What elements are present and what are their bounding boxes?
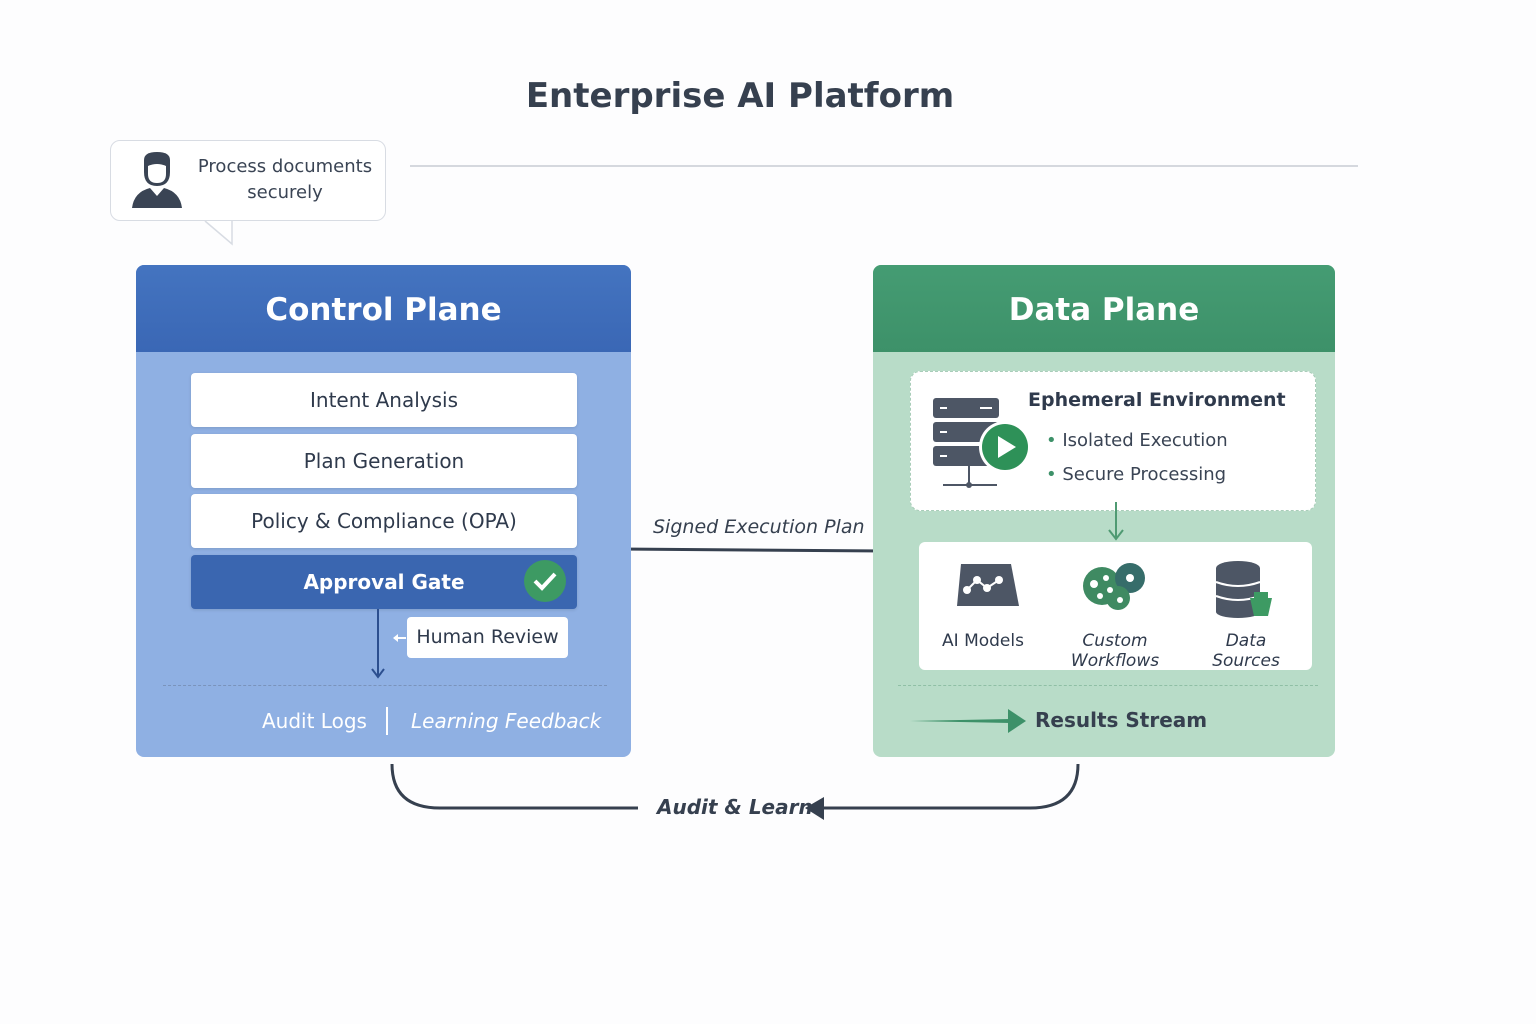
bullet-secure-processing: • Secure Processing xyxy=(1046,464,1227,485)
check-icon xyxy=(524,560,566,602)
results-arrow xyxy=(910,709,1026,733)
audit-learn-label: Audit & Learn xyxy=(657,795,813,819)
signed-plan-arrow xyxy=(611,547,886,553)
learning-feedback: Learning Feedback xyxy=(411,709,602,733)
environment-title: Ephemeral Environment xyxy=(1028,389,1286,411)
control-plane-title: Control Plane xyxy=(136,265,631,352)
user-request-text: Process documents securely xyxy=(197,156,373,203)
results-stream: Results Stream xyxy=(1035,708,1208,732)
review-arrow xyxy=(371,609,406,679)
control-divider xyxy=(163,685,607,686)
bullet-text: Isolated Execution xyxy=(1062,430,1228,451)
ai-models-icon xyxy=(957,564,1019,606)
tool-ai-models[interactable]: AI Models xyxy=(942,631,1024,651)
user-icon xyxy=(132,152,182,208)
approval-gate[interactable]: Approval Gate xyxy=(191,555,577,609)
tool-custom-workflows[interactable]: Custom Workflows xyxy=(1070,631,1160,671)
data-divider xyxy=(898,685,1318,686)
audit-logs: Audit Logs xyxy=(262,709,367,733)
step-plan-generation[interactable]: Plan Generation xyxy=(191,434,577,488)
page-title: Enterprise AI Platform xyxy=(525,76,955,116)
human-review[interactable]: Human Review xyxy=(407,617,568,658)
workflow-gears-icon xyxy=(1083,563,1145,610)
tool-data-sources[interactable]: Data Sources xyxy=(1212,631,1280,671)
database-icon xyxy=(1215,561,1272,618)
audit-loop-right xyxy=(820,763,1080,810)
step-policy-compliance[interactable]: Policy & Compliance (OPA) xyxy=(191,494,577,548)
data-plane: Data Plane xyxy=(873,265,1335,757)
server-play-icon xyxy=(933,398,1031,488)
data-plane-title: Data Plane xyxy=(873,265,1335,352)
bubble-tail xyxy=(204,220,233,246)
audit-loop-arrowhead xyxy=(805,797,824,820)
bullet-isolated-execution: • Isolated Execution xyxy=(1046,430,1228,451)
audit-loop-left xyxy=(390,763,638,810)
env-down-arrow xyxy=(1108,502,1124,541)
footer-separator xyxy=(386,707,388,735)
bullet-text: Secure Processing xyxy=(1062,464,1227,485)
step-intent-analysis[interactable]: Intent Analysis xyxy=(191,373,577,427)
signed-plan-label: Signed Execution Plan xyxy=(653,516,865,538)
